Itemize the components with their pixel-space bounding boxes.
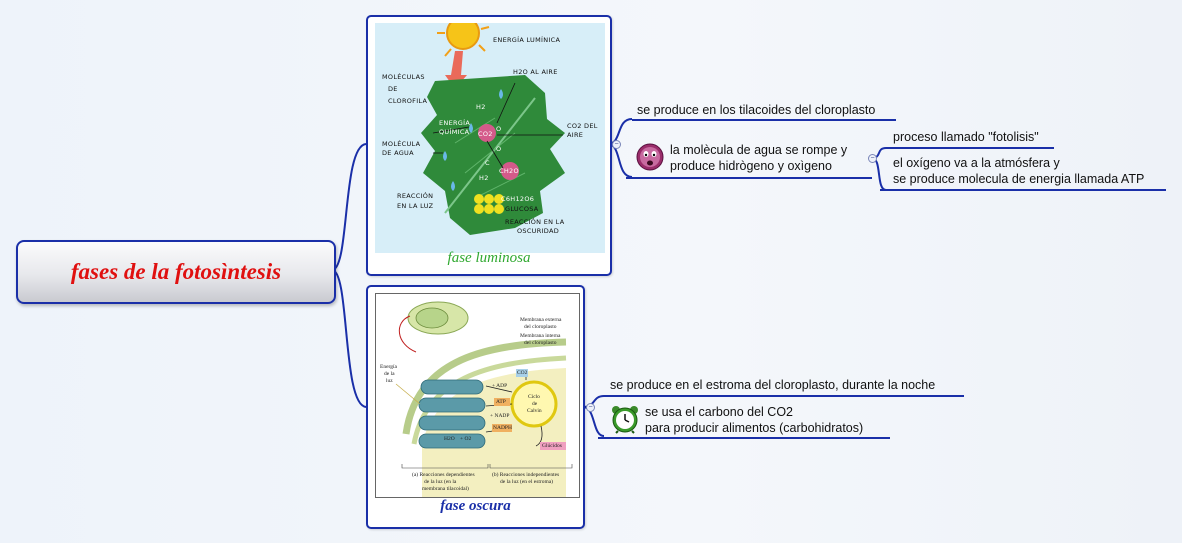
label-clorofila: CLOROFILA	[388, 97, 428, 105]
alarm-clock-icon	[610, 404, 640, 439]
collapse-icon[interactable]: −	[586, 403, 595, 412]
label-reac-a-2: de la luz (en la	[424, 479, 457, 485]
central-topic[interactable]: fases de la fotosìntesis	[16, 240, 336, 304]
label-co2-molecule: CO2	[478, 130, 493, 138]
fase-oscura-caption: fase oscura	[440, 498, 511, 514]
central-title: fases de la fotosìntesis	[70, 259, 282, 284]
topic-carbono-line1[interactable]: se usa el carbono del CO2	[645, 405, 794, 419]
label-c: C	[485, 159, 490, 167]
fase-oscura-card[interactable]: Membrana externa del cloroplasto Membran…	[366, 285, 585, 529]
label-energia-quimica: ENERGÍA	[439, 119, 471, 127]
label-en-la-luz: EN LA LUZ	[397, 202, 434, 210]
label-reac-b: (b) Reacciones independientes	[492, 472, 560, 478]
label-h2-top: H2	[476, 103, 486, 111]
label-oscuridad: OSCURIDAD	[517, 227, 560, 235]
label-reaccion: REACCIÓN	[397, 192, 434, 200]
label-membrana-interna-2: del cloroplasto	[524, 340, 557, 346]
label-c6h12o6: C6H12O6	[501, 195, 535, 203]
label-reac-a-3: membrana tilacoidal)	[422, 486, 469, 492]
label-glucidos: Glúcidos	[542, 443, 562, 449]
label-de-la: de la	[384, 371, 395, 377]
smiley-face-icon	[636, 143, 664, 176]
label-membrana-externa-2: del cloroplasto	[524, 324, 557, 330]
label-atp: ATP	[496, 399, 506, 405]
collapse-icon[interactable]: −	[612, 140, 621, 149]
label-membrana-externa: Membrana externa	[520, 317, 562, 323]
label-membrana-interna: Membrana interna	[520, 333, 561, 339]
label-reac-a: (a) Reacciones dependientes	[412, 472, 475, 478]
label-moleculas-de: DE	[388, 85, 398, 93]
label-reaccion-oscuridad: REACCIÓN EN LA	[505, 218, 565, 226]
label-o-a: O	[496, 125, 502, 133]
label-ch2o: CH2O	[499, 167, 519, 175]
topic-underline	[626, 177, 872, 179]
label-calvin: Calvin	[527, 408, 542, 414]
topic-agua-line1[interactable]: la molècula de agua se rompe y	[670, 143, 848, 157]
label-moleculas: MOLÉCULAS	[382, 73, 425, 81]
chloroplast-diagram-image: Membrana externa del cloroplasto Membran…	[375, 293, 580, 498]
label-h2o-aire: H2O AL AIRE	[513, 68, 558, 76]
label-energia-luminica: ENERGÍA LUMÍNICA	[493, 36, 561, 44]
topic-underline	[886, 147, 1054, 149]
label-luz: luz	[386, 378, 393, 384]
topic-fotolisis[interactable]: proceso llamado "fotolisis"	[893, 130, 1039, 144]
topic-underline	[632, 119, 896, 121]
label-nadph: NADPH	[493, 425, 512, 431]
label-glucosa: GLUCOSA	[505, 205, 539, 213]
label-h2-bottom: H2	[479, 174, 489, 182]
fase-luminosa-caption: fase luminosa	[447, 250, 531, 266]
label-energia: Energía	[380, 364, 398, 370]
topic-underline	[880, 189, 1166, 191]
topic-oxigeno-line1[interactable]: el oxígeno va a la atmósfera y	[893, 156, 1060, 170]
label-nadp: + NADP	[490, 413, 510, 419]
label-aire: AIRE	[567, 131, 584, 139]
label-ciclo-de: de	[532, 401, 538, 407]
topic-underline	[598, 437, 890, 439]
topic-carbono-line2[interactable]: para producir alimentos (carbohidratos)	[645, 421, 864, 435]
label-molecula: MOLÉCULA	[382, 140, 421, 148]
label-co2-osc: CO2	[517, 370, 528, 376]
label-de-agua: DE AGUA	[382, 149, 414, 157]
topic-agua-line2[interactable]: produce hidrògeno y oxìgeno	[670, 159, 832, 173]
leaf-illustration	[421, 23, 565, 235]
topic-estroma[interactable]: se produce en el estroma del cloroplasto…	[610, 378, 936, 392]
topic-underline	[604, 395, 964, 397]
label-reac-b-2: de la luz (en el estroma)	[500, 479, 553, 485]
label-o2: + O2	[460, 436, 472, 442]
label-h2o-osc: H2O	[444, 436, 455, 442]
label-quimica: QUÍMICA	[439, 128, 470, 136]
chloroplast-illustration	[395, 301, 573, 497]
leaf-photosynthesis-image: ENERGÍA LUMÍNICA MOLÉCULAS DE CLOROFILA …	[375, 23, 605, 253]
topic-oxigeno-line2[interactable]: se produce molecula de energia llamada A…	[893, 172, 1145, 186]
collapse-icon[interactable]: −	[868, 154, 877, 163]
topic-tilacoides[interactable]: se produce en los tilacoides del cloropl…	[637, 103, 876, 117]
label-co2-aire: CO2 DEL	[567, 122, 598, 130]
label-adp: + ADP	[492, 383, 508, 389]
fase-luminosa-card[interactable]: ENERGÍA LUMÍNICA MOLÉCULAS DE CLOROFILA …	[366, 15, 612, 276]
label-ciclo: Ciclo	[528, 394, 540, 400]
label-o-b: O	[496, 145, 502, 153]
